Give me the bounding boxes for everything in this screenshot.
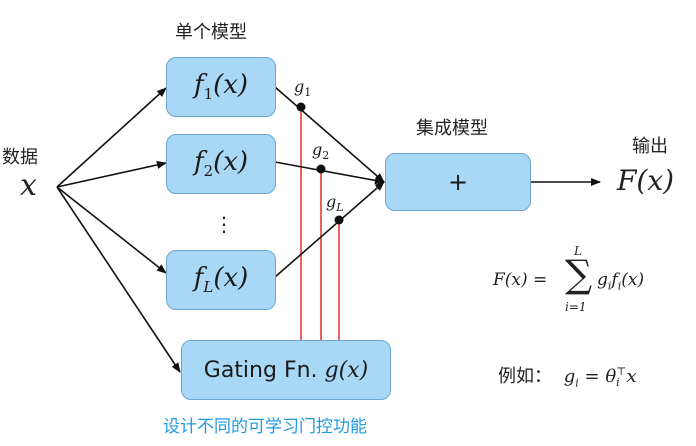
arrow-x-to-gate xyxy=(56,186,181,373)
gate-name-1: g1 xyxy=(294,77,312,100)
arrow-x-to-f2 xyxy=(56,161,167,188)
gate-dot-2 xyxy=(316,164,326,174)
gating-caption: 设计不同的可学习门控功能 xyxy=(163,417,367,437)
data-variable: x xyxy=(20,168,37,203)
data-label: 数据 xyxy=(2,147,38,168)
model-box-1[interactable]: f1(x) xyxy=(166,57,276,117)
model-L-label: fL(x) xyxy=(193,263,249,297)
ensemble-title: 集成模型 xyxy=(416,118,488,139)
arrow-x-to-f1 xyxy=(56,87,167,188)
model-2-label: f2(x) xyxy=(193,147,249,181)
arrow-f1-to-ensemble xyxy=(274,86,385,183)
gate-name-2: g2 xyxy=(312,140,330,163)
arrow-fL-to-ensemble xyxy=(274,181,385,278)
arrow-f2-to-ensemble xyxy=(274,161,385,185)
plus-symbol: + xyxy=(447,168,469,196)
single-models-title: 单个模型 xyxy=(175,22,247,43)
gate-name-L: gL xyxy=(326,192,344,215)
gating-function-label: Gating Fn. g(x) xyxy=(203,357,369,383)
vertical-ellipsis: ⋮ xyxy=(214,212,234,236)
gate-dot-1 xyxy=(296,102,306,112)
ensemble-box[interactable]: + xyxy=(385,153,531,211)
arrow-x-to-fL xyxy=(56,186,167,274)
model-1-label: f1(x) xyxy=(193,70,249,104)
output-label: 输出 xyxy=(632,136,668,157)
model-box-L[interactable]: fL(x) xyxy=(166,250,276,310)
model-box-2[interactable]: f2(x) xyxy=(166,134,276,194)
gate-dot-L xyxy=(334,215,344,225)
output-variable: F(x) xyxy=(617,164,675,197)
gating-function-box[interactable]: Gating Fn. g(x) xyxy=(181,340,391,400)
